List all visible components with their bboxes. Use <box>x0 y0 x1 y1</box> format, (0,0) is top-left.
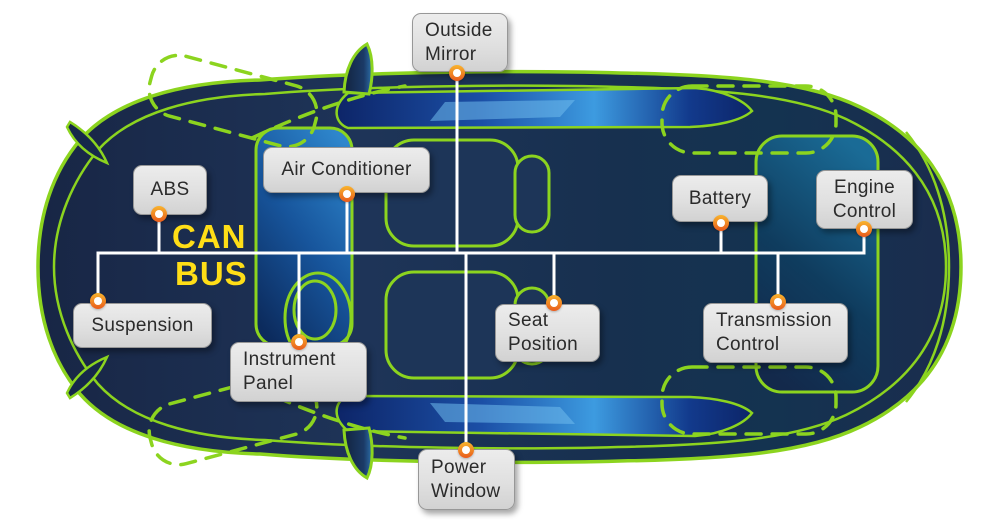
connector-dot-outside-mirror <box>449 65 465 81</box>
connector-dot-engine-control <box>856 221 872 237</box>
rear-light-slivers <box>65 120 110 400</box>
node-suspension: Suspension <box>73 303 212 348</box>
node-label: Power <box>431 456 487 478</box>
connector-dot-power-window <box>458 442 474 458</box>
window-streak <box>430 100 575 121</box>
connector-dot-transmission-control <box>770 294 786 310</box>
connector-dot-abs <box>151 206 167 222</box>
connector-dot-battery <box>713 215 729 231</box>
bus-label-can: CAN <box>172 218 247 255</box>
node-engine-control: Engine Control <box>816 170 913 229</box>
node-power-window: Power Window <box>418 449 515 510</box>
node-outside-mirror: Outside Mirror <box>412 13 508 72</box>
node-seat-position: Seat Position <box>495 304 600 362</box>
node-label: Transmission <box>716 310 832 331</box>
front-bumper-arc <box>905 131 951 403</box>
node-abs: ABS <box>133 165 207 215</box>
connector-dot-instrument-panel <box>291 334 307 350</box>
side-windows <box>335 86 754 438</box>
node-label: Control <box>832 200 897 222</box>
node-label: Instrument <box>243 349 336 370</box>
bus-main-line <box>96 230 866 301</box>
node-label: Engine <box>834 176 895 198</box>
connector-dot-seat-position <box>546 295 562 311</box>
node-instrument-panel: Instrument Panel <box>230 342 367 402</box>
body-crease-line <box>52 84 948 450</box>
node-label: ABS <box>150 179 190 200</box>
bottom-mirror-icon <box>342 426 374 481</box>
node-label: Battery <box>688 187 752 209</box>
node-label: Panel <box>243 373 294 394</box>
node-label: Air Conditioner <box>281 159 412 180</box>
connector-dot-air-conditioner <box>339 186 355 202</box>
side-mirrors <box>342 41 374 481</box>
top-mirror-icon <box>342 41 374 96</box>
can-bus-lines <box>96 74 866 449</box>
node-label: Outside <box>425 19 493 41</box>
node-label: Mirror <box>425 43 477 65</box>
node-transmission-control: Transmission Control <box>703 303 848 363</box>
node-label: Window <box>431 480 501 502</box>
connector-dot-suspension <box>90 293 106 309</box>
node-label: Suspension <box>91 314 194 336</box>
node-label: Control <box>716 334 780 355</box>
bus-label-bus: BUS <box>175 255 248 292</box>
node-label: Seat <box>508 310 549 331</box>
wheel-outlines <box>147 53 838 467</box>
node-label: Position <box>508 334 578 355</box>
